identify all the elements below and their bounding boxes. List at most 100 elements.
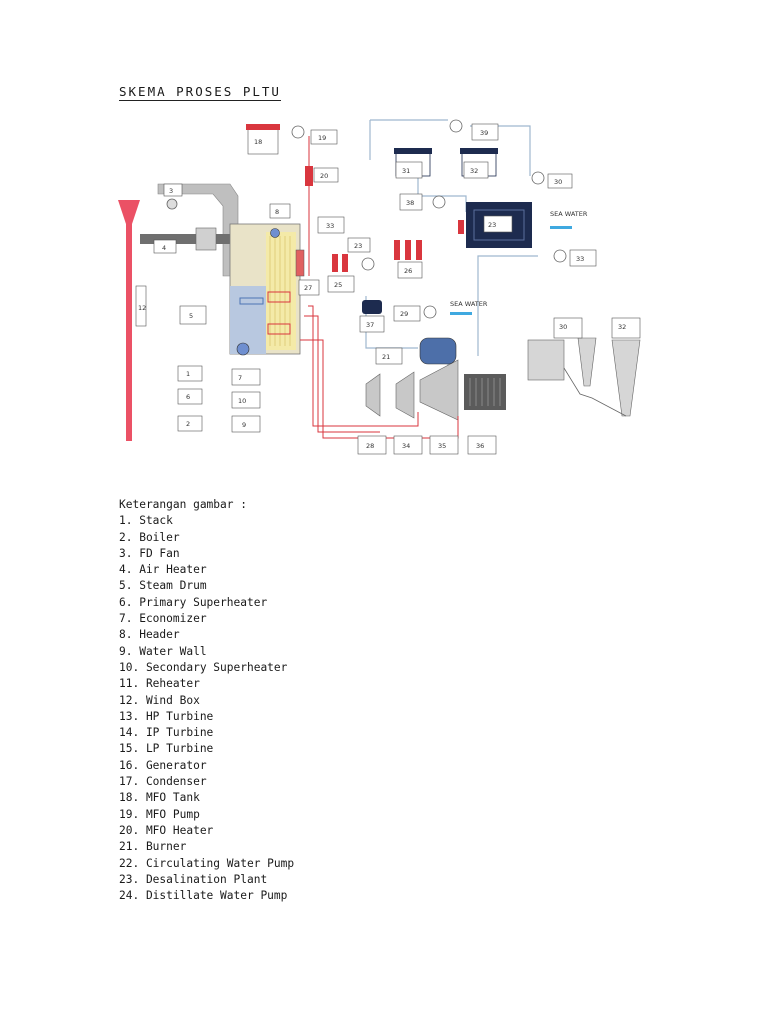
legend-item: 9. Water Wall xyxy=(119,644,207,658)
sea-water-right xyxy=(550,226,572,229)
num-32: 32 xyxy=(470,167,478,175)
secondary-superheater-coil xyxy=(267,291,291,303)
boiler-water-wall xyxy=(266,232,296,350)
legend-item: 15. LP Turbine xyxy=(119,742,214,756)
superheater-coil xyxy=(239,297,264,305)
fd-fan-icon xyxy=(166,198,178,210)
num-36: 36 xyxy=(476,442,484,450)
legend-item: 11. Reheater xyxy=(119,677,200,691)
legend-item: 20. MFO Heater xyxy=(119,823,214,837)
legend-item: 8. Header xyxy=(119,628,180,642)
label-box-numbers: 3 8 33 27 4 5 1 6 2 7 10 9 12 25 23 26 3… xyxy=(138,129,626,450)
legend-heading: Keterangan gambar : xyxy=(119,498,247,511)
num-5: 5 xyxy=(189,312,193,320)
num-20: 20 xyxy=(320,172,328,180)
pump-condensate-icon xyxy=(423,305,437,319)
num-29: 29 xyxy=(400,310,408,318)
legend-item: 24. Distillate Water Pump xyxy=(119,889,288,903)
stack xyxy=(118,200,140,441)
num-30: 30 xyxy=(554,178,562,186)
num-2: 2 xyxy=(186,420,190,428)
num-9: 9 xyxy=(242,421,246,429)
num-8: 8 xyxy=(275,208,279,216)
legend-item: 10. Secondary Superheater xyxy=(119,660,288,674)
num-3: 3 xyxy=(169,187,173,195)
num-32b: 32 xyxy=(618,323,626,331)
legend-item: 2. Boiler xyxy=(119,530,180,544)
tank-right-top xyxy=(460,148,498,154)
lp-turbine xyxy=(419,359,459,421)
legend-item: 23. Desalination Plant xyxy=(119,872,268,886)
desalination-heater xyxy=(458,220,464,234)
num-30b: 30 xyxy=(559,323,567,331)
legend-item: 1. Stack xyxy=(119,514,173,528)
legend-item: 21. Burner xyxy=(119,840,187,854)
legend-item: 14. IP Turbine xyxy=(119,726,214,740)
ip-turbine xyxy=(395,371,415,419)
legend-item: 22. Circulating Water Pump xyxy=(119,856,295,870)
num-1: 1 xyxy=(186,370,190,378)
pump-filter-icon xyxy=(361,257,375,271)
legend-item: 13. HP Turbine xyxy=(119,709,214,723)
num-12: 12 xyxy=(138,304,146,312)
num-23: 23 xyxy=(354,242,362,250)
num-31: 31 xyxy=(402,167,410,175)
ash-hopper-large xyxy=(611,339,641,417)
reheater-coil xyxy=(267,323,291,335)
pump-right-icon xyxy=(531,171,545,185)
num-23b: 23 xyxy=(488,221,496,229)
mud-drum xyxy=(236,342,250,356)
boiler-lower-zone xyxy=(230,286,266,354)
pump-top-icon xyxy=(449,119,463,133)
legend-item: 6. Primary Superheater xyxy=(119,595,268,609)
legend-item: 17. Condenser xyxy=(119,775,207,789)
legend-item: 12. Wind Box xyxy=(119,693,200,707)
num-35: 35 xyxy=(438,442,446,450)
label-boxes xyxy=(135,123,641,455)
legend-item: 5. Steam Drum xyxy=(119,579,207,593)
num-26: 26 xyxy=(404,267,412,275)
pump-lower-right-icon xyxy=(553,249,567,263)
red-filters-right xyxy=(394,240,422,260)
generator xyxy=(464,374,506,410)
num-33: 33 xyxy=(326,222,334,230)
num-33b: 33 xyxy=(576,255,584,263)
num-34: 34 xyxy=(402,442,410,450)
legend: Keterangan gambar : 1. Stack 2. Boiler 3… xyxy=(119,497,294,904)
legend-item: 18. MFO Tank xyxy=(119,791,200,805)
red-filters-left xyxy=(332,254,348,272)
legend-item: 3. FD Fan xyxy=(119,546,180,560)
num-6: 6 xyxy=(186,393,190,401)
num-28: 28 xyxy=(366,442,374,450)
tank-left-top xyxy=(394,148,432,154)
pltu-process-diagram: SEA WATER SEA WATER xyxy=(118,119,641,455)
num-10: 10 xyxy=(238,397,246,405)
header xyxy=(295,249,305,277)
steam-drum xyxy=(270,228,280,238)
steam-lines-red xyxy=(300,305,459,439)
deaerator xyxy=(362,300,382,314)
ash-hopper-small xyxy=(577,337,597,387)
num-39: 39 xyxy=(480,129,488,137)
num-18: 18 xyxy=(254,138,262,146)
legend-item: 7. Economizer xyxy=(119,612,207,626)
num-7: 7 xyxy=(238,374,242,382)
num-27: 27 xyxy=(304,284,312,292)
num-19: 19 xyxy=(318,134,326,142)
num-21: 21 xyxy=(382,353,390,361)
sea-water-right-label: SEA WATER xyxy=(550,210,588,218)
mfo-tank-top xyxy=(246,124,280,130)
transformer xyxy=(527,339,565,381)
num-25: 25 xyxy=(334,281,342,289)
legend-item: 4. Air Heater xyxy=(119,563,207,577)
num-37: 37 xyxy=(366,321,374,329)
sea-water-left-label: SEA WATER xyxy=(450,300,488,308)
num-38: 38 xyxy=(406,199,414,207)
ash-line xyxy=(563,367,627,417)
legend-item: 19. MFO Pump xyxy=(119,807,200,821)
pump-mid-icon xyxy=(432,195,446,209)
air-heater xyxy=(195,227,217,251)
mfo-tank xyxy=(247,125,279,155)
mfo-pump-icon xyxy=(291,125,305,139)
page-title: SKEMA PROSES PLTU xyxy=(119,84,281,101)
